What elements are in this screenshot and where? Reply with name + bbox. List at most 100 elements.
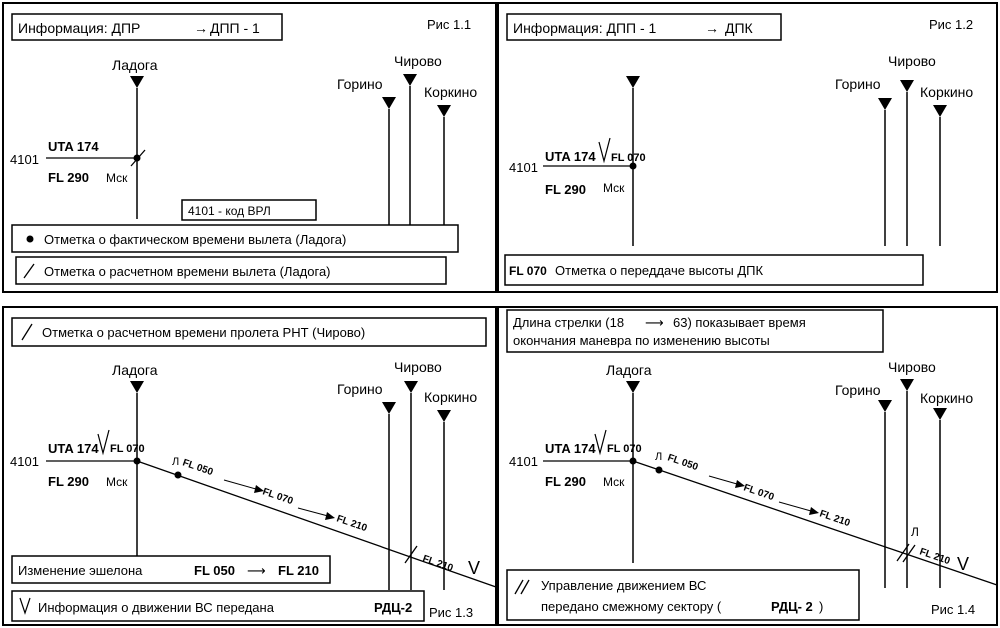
flight-level: FL 290 (48, 170, 89, 185)
legend-double-slash-icon (514, 579, 524, 595)
climb-start-mark (655, 466, 663, 474)
flight-path-line (632, 460, 998, 586)
callsign: UTA 174 (545, 441, 596, 456)
squawk-code: 4101 (10, 454, 39, 469)
climb-l-mark: Л (172, 456, 179, 468)
point-ladoga-label: Ладога (112, 57, 158, 73)
note-box (506, 309, 884, 353)
transfer-mark-1 (896, 543, 910, 562)
arrow-icon (809, 507, 819, 515)
point-ladoga-label: Ладога (112, 362, 158, 378)
chirovo-marker-icon (900, 379, 914, 391)
gorino-marker-icon (382, 402, 396, 414)
ladoga-marker-icon (130, 381, 144, 393)
flight-level: FL 290 (545, 182, 586, 197)
point-gorino-label: Горино (337, 381, 383, 397)
arrow-icon (735, 480, 745, 488)
time-msk: Мск (603, 475, 625, 489)
point-korkino-label: Коркино (424, 84, 477, 100)
flight-level: FL 290 (545, 474, 586, 489)
diagram-fig-1-4: Длина стрелки (18 ⟶ 63) показывает время… (506, 309, 998, 621)
legend-text: Отметка о переддаче высоты ДПК (555, 263, 763, 278)
transfer-legend-line1: Управление движением ВС (541, 578, 706, 593)
note-line1: Длина стрелки (18 (513, 315, 624, 330)
legend-top-box (11, 317, 487, 347)
legend-top-text: Отметка о расчетном времени пролета РНТ … (42, 325, 365, 340)
point-chirovo-label: Чирово (888, 359, 936, 375)
panel-fig-1-3: Отметка о расчетном времени пролета РНТ … (2, 306, 497, 626)
arrow-icon (325, 512, 335, 520)
fl210-end-label: FL 210 (421, 553, 455, 574)
arrow-icon (254, 485, 264, 493)
figure-label: Рис 1.2 (929, 17, 973, 32)
climb-l-mark: Л (655, 451, 662, 463)
fl050-label: FL 050 (666, 452, 700, 473)
korkino-marker-icon (437, 410, 451, 422)
legend-fact-text: Отметка о фактическом времени вылета (Ла… (44, 232, 346, 247)
point-chirovo-label: Чирово (888, 53, 936, 69)
korkino-marker-icon (437, 105, 451, 117)
level-change-arrow: ⟶ (247, 563, 266, 578)
diagram-fig-1-2: Информация: ДПП - 1 → ДПК Рис 1.2 Чирово… (504, 13, 973, 286)
squawk-code: 4101 (509, 454, 538, 469)
info-box (506, 13, 782, 41)
info-target: ДПК (725, 20, 754, 36)
callsign: UTA 174 (48, 139, 99, 154)
point-chirovo-label: Чирово (394, 53, 442, 69)
code-note-box (181, 199, 317, 221)
point-korkino-label: Коркино (920, 84, 973, 100)
legend-slash-icon (21, 323, 33, 341)
callsign: UTA 174 (545, 149, 596, 164)
estimated-departure-mark (130, 149, 146, 167)
level-change-label: Изменение эшелона (18, 563, 143, 578)
point-korkino-label: Коркино (424, 389, 477, 405)
info-target: ДПП - 1 (210, 20, 260, 36)
gorino-marker-icon (382, 97, 396, 109)
legend-box (504, 254, 924, 286)
figure-label: Рис 1.3 (429, 605, 473, 620)
info-text: Информация: ДПП - 1 (513, 20, 657, 36)
handover-fl: FL 070 (607, 443, 642, 455)
info-box (11, 13, 283, 41)
diagram-fig-1-1: Информация: ДПР → ДПП - 1 Рис 1.1 Ладога… (10, 13, 477, 285)
handover-check-icon (97, 429, 110, 456)
transfer-legend-line2: передано смежному сектору ( (541, 599, 722, 614)
legend-dot-icon (26, 235, 34, 243)
figure-label: Рис 1.4 (931, 602, 975, 617)
time-msk: Мск (106, 475, 128, 489)
panel-fig-1-1: Информация: ДПР → ДПП - 1 Рис 1.1 Ладога… (2, 2, 497, 293)
handover-check-icon (594, 429, 607, 456)
fl070-label: FL 070 (261, 486, 295, 507)
panel-fig-1-4: Длина стрелки (18 ⟶ 63) показывает время… (497, 306, 998, 626)
level-change-box (11, 555, 331, 584)
code-note: 4101 - код ВРЛ (188, 204, 271, 218)
legend-slash-icon (23, 263, 35, 279)
info-arrow: → (705, 20, 719, 36)
chirovo-marker-icon (900, 80, 914, 92)
point-gorino-label: Горино (337, 76, 383, 92)
transfer-legend-box (506, 569, 860, 621)
ladoga-marker-icon (626, 381, 640, 393)
figure-label: Рис 1.1 (427, 17, 471, 32)
panel-fig-1-2: Информация: ДПП - 1 → ДПК Рис 1.2 Чирово… (497, 2, 998, 293)
time-msk: Мск (603, 181, 625, 195)
point-gorino-label: Горино (835, 76, 881, 92)
legend-calc-box (15, 256, 447, 285)
chirovo-estimate-mark (404, 545, 418, 564)
flight-path-line (136, 460, 497, 588)
end-l-mark: Л (911, 525, 919, 539)
squawk-code: 4101 (509, 160, 538, 175)
actual-departure-mark (629, 162, 637, 170)
time-msk: Мск (106, 171, 128, 185)
info-transfer-text: Информация о движении ВС передана (38, 600, 275, 615)
korkino-marker-icon (933, 408, 947, 420)
handover-fl: FL 070 (611, 152, 646, 164)
fl050-label: FL 050 (181, 457, 215, 478)
point-ladoga-label: Ладога (606, 362, 652, 378)
transfer-legend-rdc: РДЦ- 2 (771, 599, 813, 614)
ladoga-marker-icon (626, 76, 640, 88)
point-korkino-label: Коркино (920, 390, 973, 406)
fl210-label: FL 210 (335, 513, 369, 534)
diagram-fig-1-3: Отметка о расчетном времени пролета РНТ … (10, 317, 497, 622)
transfer-mark-2 (902, 544, 916, 563)
